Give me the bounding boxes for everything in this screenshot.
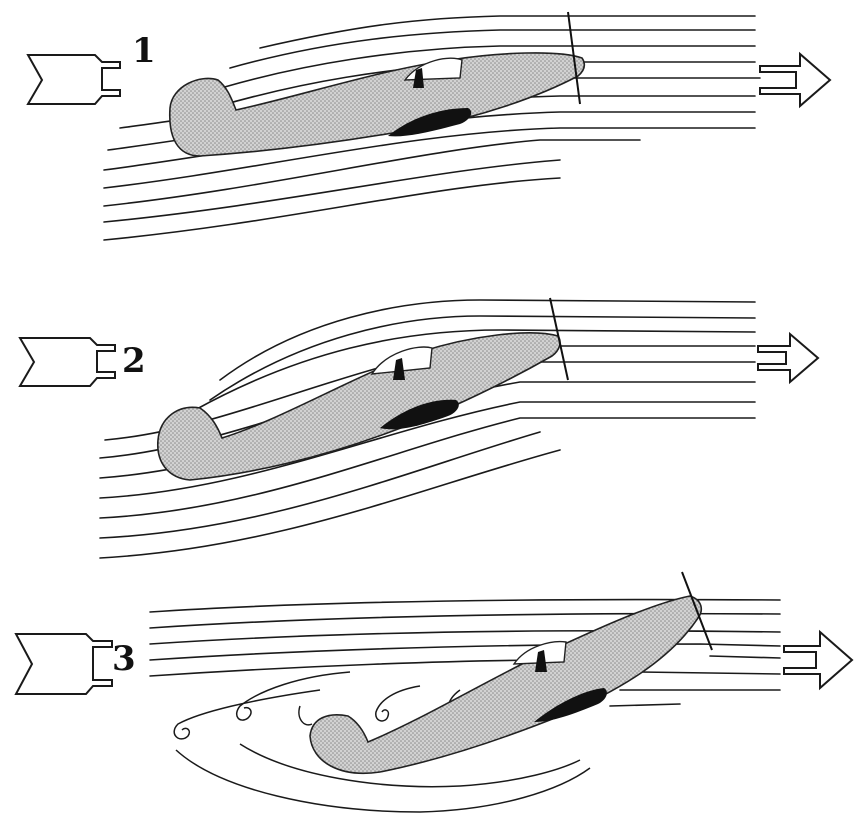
airplane-icon: [158, 298, 568, 480]
airplane-icon: [170, 12, 585, 156]
panel-3: 3: [16, 572, 852, 812]
panel-1: 1: [28, 12, 830, 240]
inflow-arrow-icon: [20, 338, 115, 386]
inflow-arrow-icon: [28, 55, 120, 104]
inflow-arrow-icon: [16, 634, 112, 694]
outflow-arrow-icon: [758, 334, 818, 382]
outflow-arrow-icon: [784, 632, 852, 688]
panel-2: 2: [20, 298, 818, 558]
outflow-arrow-icon: [760, 54, 830, 106]
panel-number: 3: [112, 639, 136, 679]
panel-number: 1: [132, 31, 156, 71]
panel-number: 2: [122, 341, 146, 381]
